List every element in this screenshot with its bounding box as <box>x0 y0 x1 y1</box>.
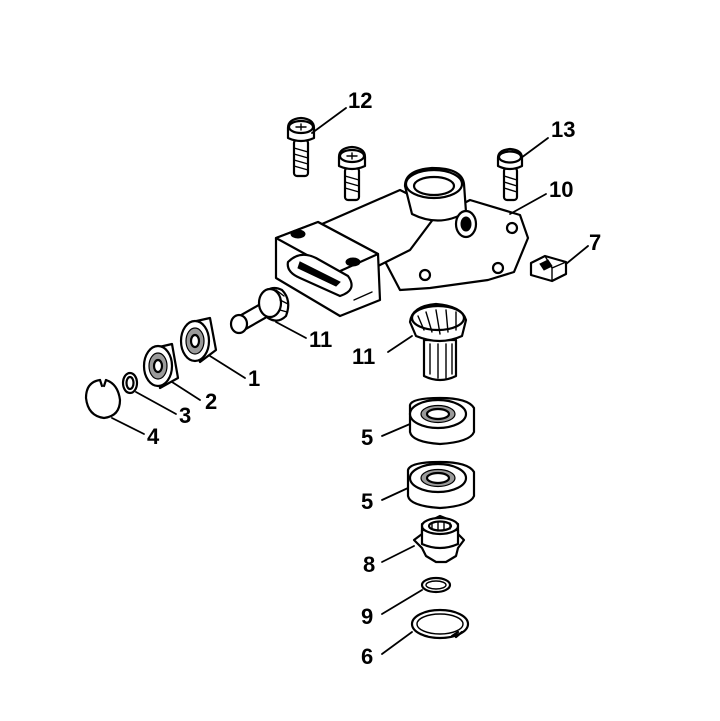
ball-bearing-5-a[interactable] <box>408 396 476 446</box>
circlip-4[interactable] <box>84 378 122 420</box>
callout-4: 4 <box>147 424 160 449</box>
callout-8: 8 <box>363 552 375 577</box>
bearing-1[interactable] <box>179 316 218 364</box>
callout-12: 12 <box>348 88 372 113</box>
callout-11-gear: 11 <box>352 344 375 369</box>
ball-bearing-5-b[interactable] <box>406 460 476 510</box>
callout-5-b: 5 <box>361 489 373 514</box>
plug-7[interactable] <box>529 254 568 283</box>
screw-12-b[interactable] <box>337 145 367 202</box>
callout-3: 3 <box>179 403 191 428</box>
callout-5-a: 5 <box>361 425 373 450</box>
sprocket-8[interactable] <box>412 514 466 564</box>
callout-11-shaft: 11 <box>309 327 332 352</box>
washer-9[interactable] <box>420 576 452 594</box>
callout-9: 9 <box>361 604 373 629</box>
callout-13: 13 <box>551 117 575 142</box>
callout-7: 7 <box>589 230 601 255</box>
retaining-ring-6[interactable] <box>410 608 470 640</box>
callout-10: 10 <box>549 177 573 202</box>
bearing-2[interactable] <box>142 342 180 390</box>
pinion-shaft-11[interactable] <box>229 286 290 335</box>
screw-13[interactable] <box>496 147 524 202</box>
screw-12-a[interactable] <box>286 116 316 178</box>
leader-lines <box>111 107 589 655</box>
bevel-gear-11[interactable] <box>408 302 468 382</box>
callout-6: 6 <box>361 644 373 669</box>
callout-labels: 12 13 10 7 11 11 1 2 3 4 5 5 8 9 6 <box>147 88 601 669</box>
callout-2: 2 <box>205 389 217 414</box>
gear-housing-10[interactable] <box>274 166 530 318</box>
ring-3[interactable] <box>121 371 139 395</box>
callout-1: 1 <box>248 366 260 391</box>
